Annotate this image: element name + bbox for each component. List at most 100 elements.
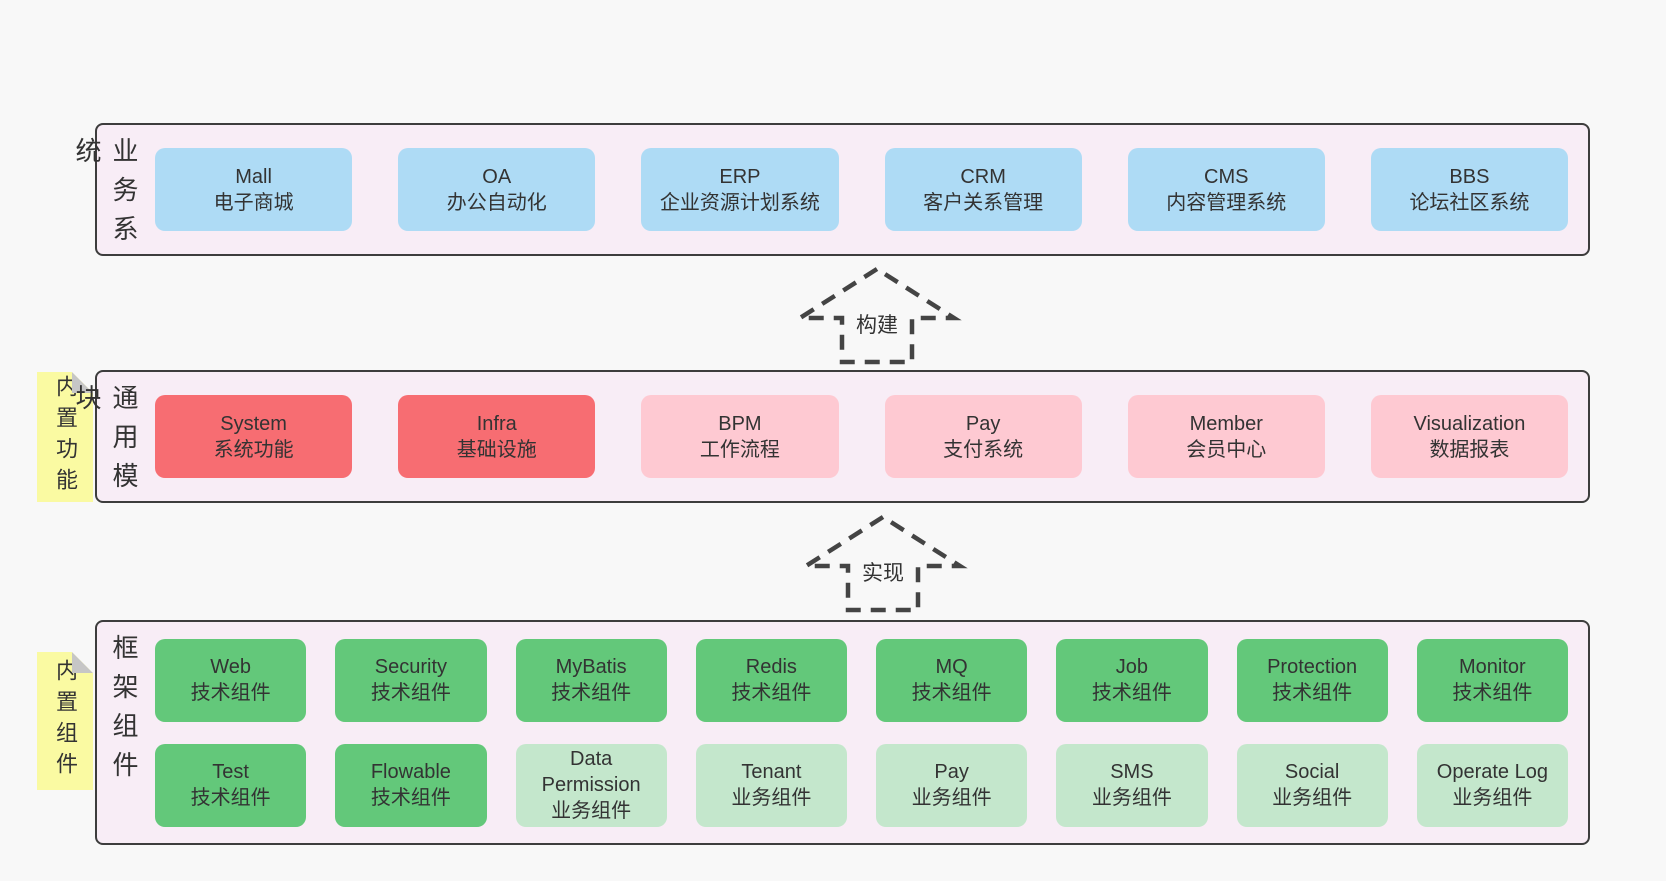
module-name: Flowable <box>370 761 451 783</box>
module-name: Tenant <box>741 761 802 783</box>
module-box-operate-log: Operate Log 业务组件 <box>1416 743 1568 827</box>
module-name: Pay <box>934 761 969 783</box>
module-name: BPM <box>718 412 762 435</box>
band-label-business-systems: 业务系统 <box>72 137 139 254</box>
module-name: Pay <box>965 412 1001 435</box>
module-desc: 业务组件 <box>1452 787 1533 809</box>
module-desc: 数据报表 <box>1429 438 1510 461</box>
module-desc: 技术组件 <box>1452 682 1533 704</box>
module-name: ERP <box>719 165 761 188</box>
band-label-framework-components: 框架组件 <box>109 634 139 790</box>
module-box-test: Test 技术组件 <box>155 743 307 827</box>
sticky-note-builtin-features: 内置功能 <box>37 372 93 502</box>
module-name: Data Permission <box>541 748 641 796</box>
module-box-erp: ERP 企业资源计划系统 <box>641 148 839 231</box>
module-desc: 电子商城 <box>213 191 294 214</box>
module-desc: 支付系统 <box>943 438 1024 461</box>
module-box-monitor: Monitor 技术组件 <box>1416 638 1568 722</box>
module-box-member: Member 会员中心 <box>1127 395 1325 478</box>
module-box-flowable: Flowable 技术组件 <box>335 743 487 827</box>
module-desc: 业务组件 <box>1091 787 1172 809</box>
module-desc: 基础设施 <box>456 438 537 461</box>
module-name: CMS <box>1204 165 1249 188</box>
module-name: Web <box>210 656 251 678</box>
module-box-social: Social 业务组件 <box>1236 743 1388 827</box>
module-name: Infra <box>476 412 517 435</box>
module-name: System <box>220 412 287 435</box>
module-box-mybatis: MyBatis 技术组件 <box>515 638 667 722</box>
module-name: Protection <box>1267 656 1358 678</box>
module-name: MQ <box>935 656 968 678</box>
arrow-label-implement: 实现 <box>862 562 904 585</box>
module-box-infra: Infra 基础设施 <box>398 395 596 478</box>
module-name: CRM <box>960 165 1006 188</box>
band-label-common-modules: 通用模块 <box>72 384 139 501</box>
module-name: Social <box>1284 761 1340 783</box>
module-desc: 技术组件 <box>370 787 451 809</box>
module-desc: 业务组件 <box>551 800 632 822</box>
module-box-bpm: BPM 工作流程 <box>641 395 839 478</box>
module-desc: 技术组件 <box>1091 682 1172 704</box>
module-desc: 技术组件 <box>190 787 271 809</box>
module-desc: 业务组件 <box>911 787 992 809</box>
module-box-job: Job 技术组件 <box>1056 638 1208 722</box>
module-desc: 内容管理系统 <box>1166 191 1287 214</box>
arrow-label-bg <box>849 308 905 342</box>
module-desc: 技术组件 <box>911 682 992 704</box>
arrow-label-build: 构建 <box>856 314 898 337</box>
dashed-up-arrow-implement: 实现 <box>798 514 968 613</box>
module-desc: 技术组件 <box>551 682 632 704</box>
module-desc: 会员中心 <box>1186 438 1267 461</box>
module-name: Operate Log <box>1436 761 1548 783</box>
module-name: Monitor <box>1459 656 1526 678</box>
module-box-web: Web 技术组件 <box>155 638 307 722</box>
module-desc: 技术组件 <box>190 682 271 704</box>
module-desc: 企业资源计划系统 <box>659 191 820 214</box>
module-name: Member <box>1189 412 1263 435</box>
module-desc: 论坛社区系统 <box>1409 191 1530 214</box>
module-name: OA <box>482 165 512 188</box>
module-desc: 业务组件 <box>731 787 812 809</box>
sticky-note-text: 内置组件 <box>53 659 78 783</box>
module-name: MyBatis <box>555 656 627 678</box>
module-desc: 工作流程 <box>699 438 780 461</box>
module-name: Test <box>212 761 249 783</box>
module-box-tenant: Tenant 业务组件 <box>695 743 847 827</box>
module-box-pay: Pay 支付系统 <box>884 395 1082 478</box>
module-box-data-permission: Data Permission 业务组件 <box>515 743 667 827</box>
module-name: Job <box>1115 656 1148 678</box>
module-name: BBS <box>1449 165 1490 188</box>
module-box-oa: OA 办公自动化 <box>398 148 596 231</box>
module-box-visualization: Visualization 数据报表 <box>1370 395 1569 478</box>
dashed-up-arrow-build: 构建 <box>792 266 962 365</box>
module-desc: 技术组件 <box>1272 682 1353 704</box>
module-desc: 客户关系管理 <box>923 191 1044 214</box>
module-desc: 技术组件 <box>731 682 812 704</box>
sticky-note-builtin-components: 内置组件 <box>37 652 93 790</box>
arrow-label-bg <box>855 556 911 590</box>
module-desc: 办公自动化 <box>446 191 547 214</box>
sticky-note-text: 内置功能 <box>53 375 78 499</box>
module-name: Redis <box>745 656 797 678</box>
module-box-pay: Pay 业务组件 <box>876 743 1028 827</box>
module-desc: 业务组件 <box>1272 787 1353 809</box>
module-box-crm: CRM 客户关系管理 <box>884 148 1082 231</box>
module-name: Visualization <box>1413 412 1526 435</box>
module-box-bbs: BBS 论坛社区系统 <box>1370 148 1569 231</box>
folded-corner-icon <box>72 652 93 673</box>
